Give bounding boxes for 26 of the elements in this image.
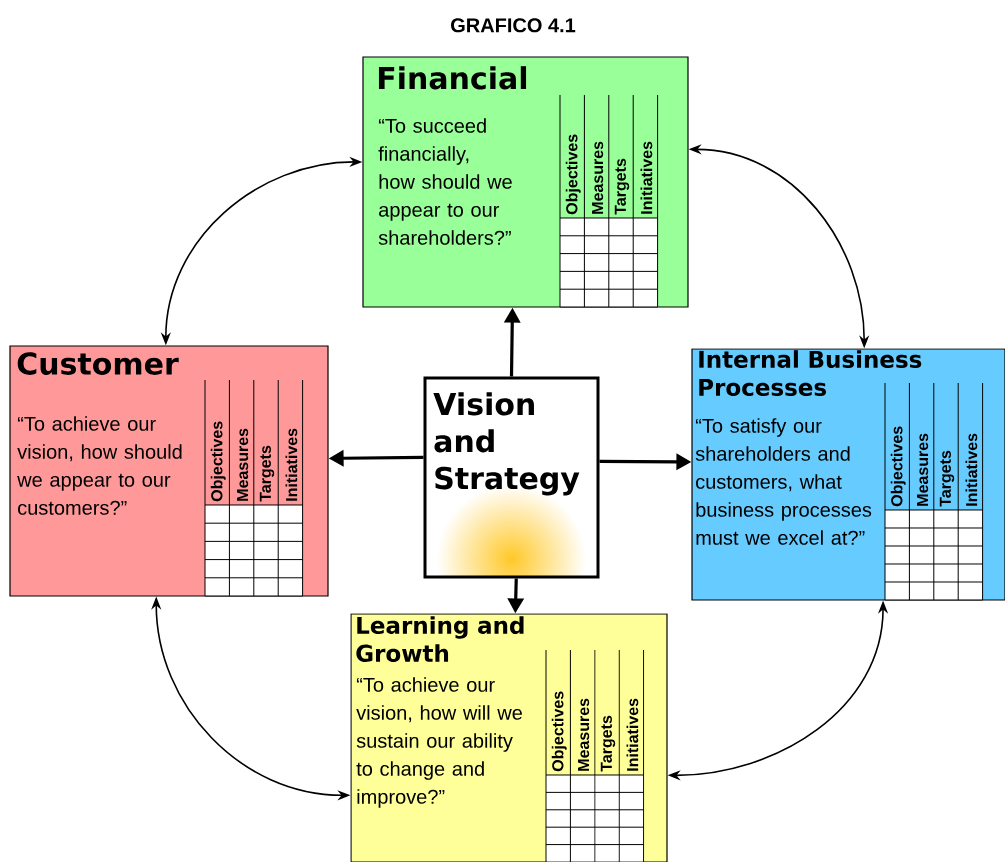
column-header: Initiatives: [626, 698, 639, 771]
box-title: Customer: [17, 352, 179, 375]
question-text: “To satisfy our shareholders and customers, what business processes must we excel at?”: [695, 418, 872, 545]
column-header: Objectives: [551, 691, 567, 772]
box-title: Vision and Strategy: [433, 392, 580, 496]
column-header: Objectives: [565, 134, 581, 215]
column-header: Targets: [259, 445, 275, 502]
column-header: Targets: [939, 450, 955, 507]
box-title: Internal Business Processes: [699, 350, 922, 396]
column-header: Initiatives: [285, 428, 298, 501]
column-header: Initiatives: [965, 433, 978, 506]
diagram-title: GRAFICO 4.1: [451, 18, 576, 33]
column-header: Objectives: [890, 426, 906, 507]
column-header: Targets: [600, 715, 616, 772]
column-header: Measures: [592, 141, 604, 214]
question-text: “To achieve our vision, how should we appear to our customers?”: [17, 416, 182, 515]
column-header: Measures: [917, 433, 929, 506]
box-title: Financial: [378, 66, 527, 90]
question-text: “To succeed financially, how should we appear to our shareholders?”: [378, 118, 512, 245]
column-header: Targets: [614, 158, 630, 215]
box-title: Learning and Growth: [356, 616, 524, 662]
column-header: Initiatives: [640, 141, 653, 214]
question-text: “To achieve our vision, how will we sustain our ability to change and improve?”: [356, 677, 522, 808]
column-header: Objectives: [210, 421, 226, 502]
column-header: Measures: [237, 428, 249, 501]
column-header: Measures: [578, 698, 590, 771]
